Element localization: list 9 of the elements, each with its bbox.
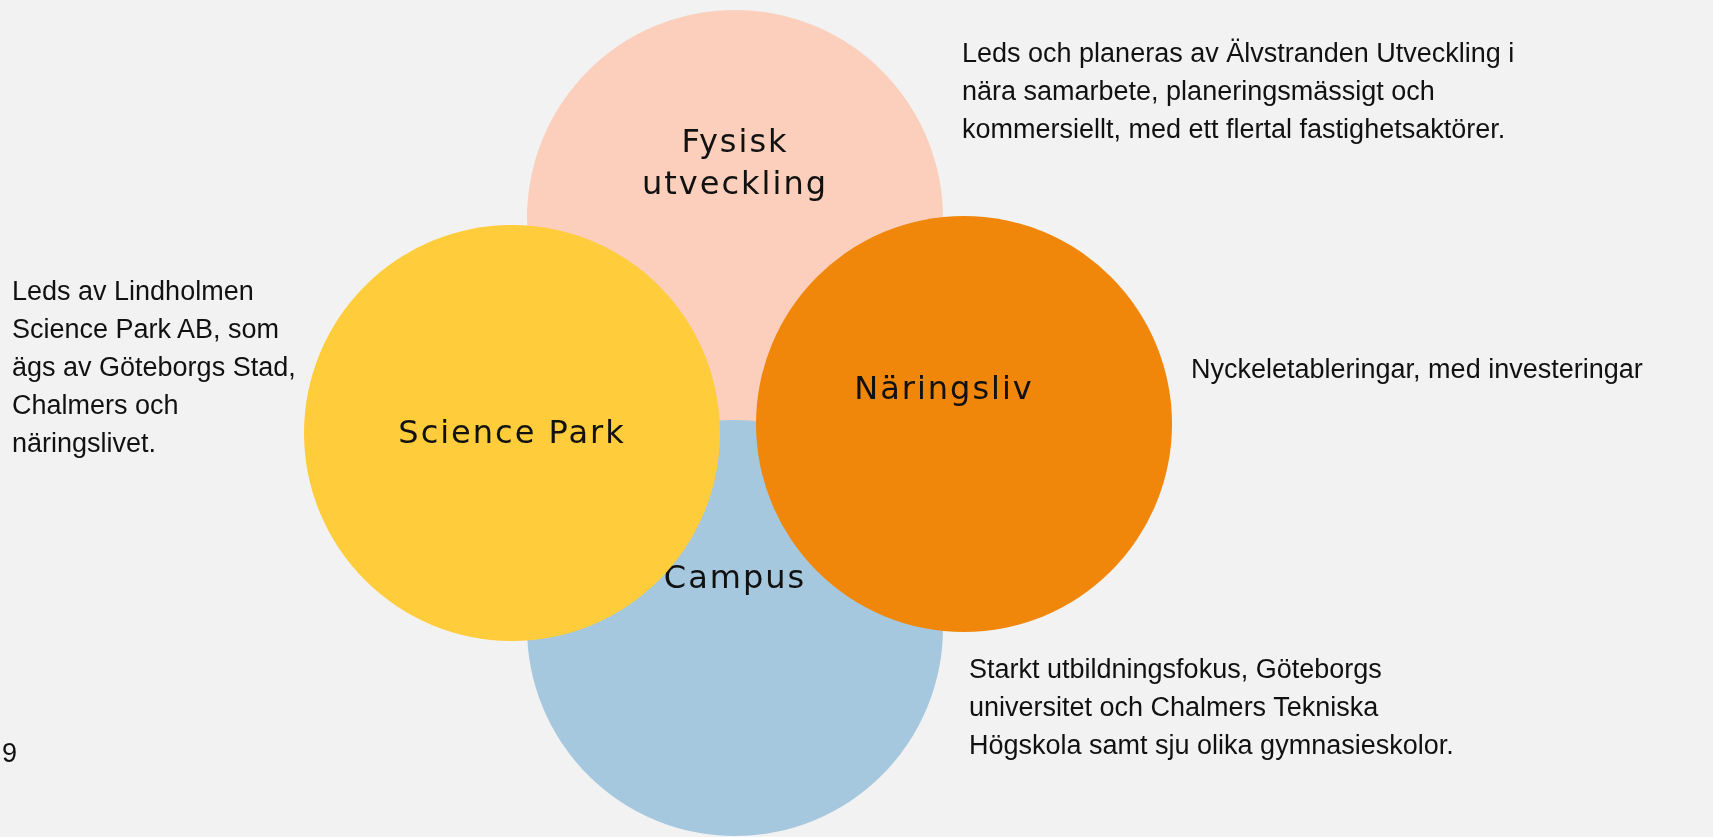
circle-label: Näringsliv bbox=[853, 368, 1035, 410]
circle-label: Campus bbox=[662, 557, 808, 599]
circle-label: Fysisk utveckling bbox=[641, 121, 829, 204]
description-text: Leds av Lindholmen Science Park AB, som ägs av Göteborgs Stad, Chalmers och näringslivet. bbox=[12, 275, 297, 460]
description-text: Starkt utbildningsfokus, Göteborgs universitet och Chalmers Tekniska Högskola samt sju olika gymnasieskolor. bbox=[969, 653, 1455, 762]
description-text: Nyckeletableringar, med investeringar bbox=[1191, 353, 1644, 386]
circle-label: Science Park bbox=[397, 412, 627, 454]
page-number: 9 bbox=[2, 738, 18, 769]
description-text: Leds och planeras av Älvstranden Utveckling i nära samarbete, planeringsmässigt och kommersiellt, med ett flertal fastighetsaktörer. bbox=[962, 37, 1516, 146]
